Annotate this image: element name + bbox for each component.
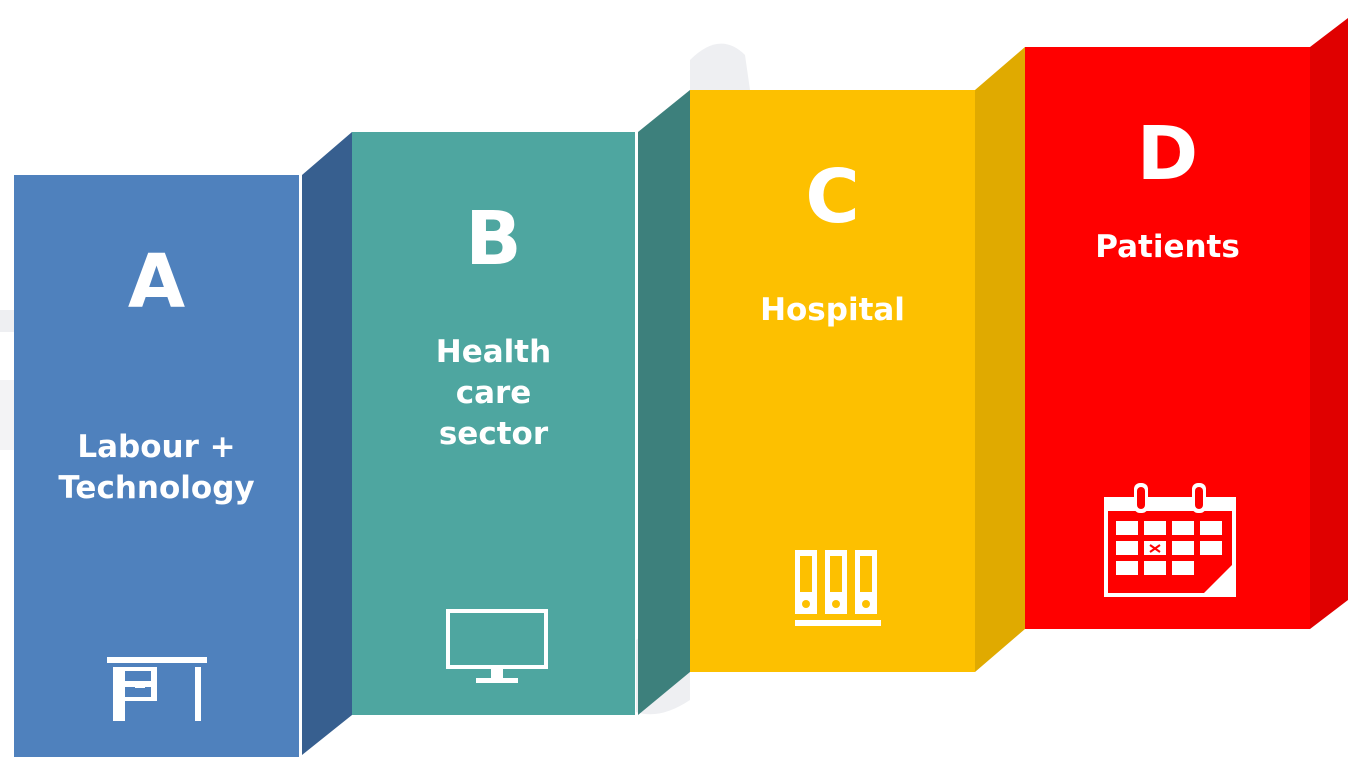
panel-b: B Health care sector	[352, 132, 635, 715]
panel-a: A Labour + Technology	[14, 175, 299, 757]
panel-a-label: Labour + Technology	[58, 429, 255, 506]
panel-a-letter: A	[127, 239, 186, 325]
panel-c-label: Hospital	[760, 292, 905, 328]
calendar-icon	[1104, 483, 1236, 597]
panel-d-label: Patients	[1095, 229, 1240, 265]
binders-icon	[795, 550, 881, 626]
fold-d-end	[1310, 18, 1348, 629]
panel-d-letter: D	[1136, 111, 1199, 197]
fold-a-b	[302, 132, 352, 755]
panel-c-letter: C	[805, 154, 860, 240]
fold-c-d	[975, 47, 1025, 672]
panel-b-label: Health care sector	[435, 334, 552, 452]
monitor-icon	[446, 609, 548, 683]
fold-b-c	[638, 90, 690, 715]
desk-icon	[107, 657, 207, 721]
panel-c: C Hospital	[690, 90, 975, 672]
panel-b-letter: B	[465, 196, 522, 282]
panel-d: D Patients	[1025, 47, 1310, 629]
